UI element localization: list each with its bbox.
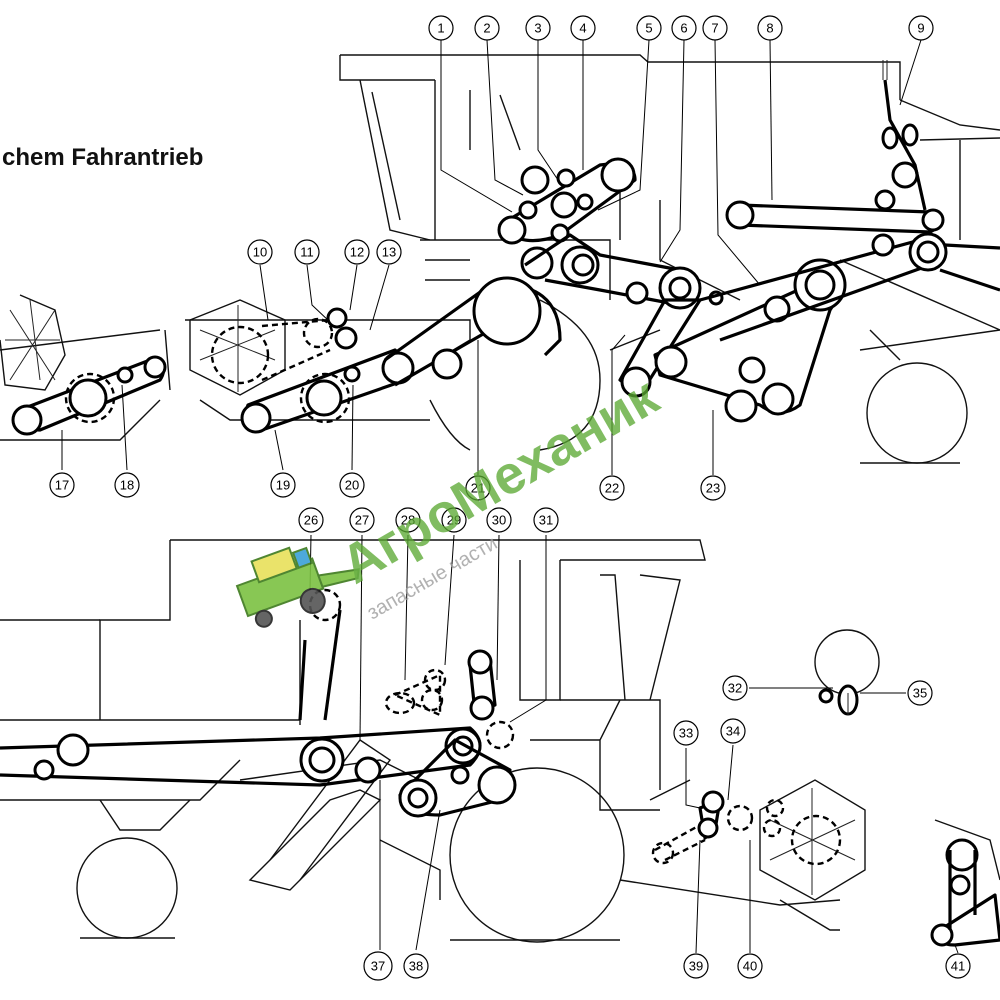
callout-31: 31	[533, 507, 559, 533]
svg-text:32: 32	[728, 681, 742, 696]
svg-text:33: 33	[679, 726, 693, 741]
svg-text:8: 8	[766, 21, 773, 36]
svg-text:28: 28	[401, 513, 415, 528]
callout-2: 2	[474, 15, 500, 41]
svg-text:13: 13	[382, 245, 396, 260]
svg-text:20: 20	[345, 478, 359, 493]
svg-text:34: 34	[726, 724, 740, 739]
header-reel-mid	[189, 299, 286, 396]
callout-17: 17	[49, 472, 75, 498]
callout-39: 39	[683, 953, 709, 979]
bottom-belt-drives	[0, 588, 1000, 947]
svg-text:35: 35	[913, 686, 927, 701]
callout-3: 3	[525, 15, 551, 41]
svg-text:4: 4	[579, 21, 586, 36]
callout-8: 8	[757, 15, 783, 41]
callout-40: 40	[737, 953, 763, 979]
svg-text:7: 7	[711, 21, 718, 36]
callout-37: 37	[363, 951, 393, 981]
svg-text:40: 40	[743, 959, 757, 974]
combine-logo-icon	[235, 546, 360, 628]
callout-29: 29	[441, 507, 467, 533]
callout-11: 11	[294, 239, 320, 265]
callout-34: 34	[720, 718, 746, 744]
svg-text:12: 12	[350, 245, 364, 260]
callout-19: 19	[270, 472, 296, 498]
callout-9: 9	[908, 15, 934, 41]
callout-27: 27	[349, 507, 375, 533]
callout-23: 23	[700, 475, 726, 501]
svg-text:9: 9	[917, 21, 924, 36]
svg-text:26: 26	[304, 513, 318, 528]
callout-22: 22	[599, 475, 625, 501]
svg-text:38: 38	[409, 959, 423, 974]
svg-text:29: 29	[447, 513, 461, 528]
svg-text:23: 23	[706, 481, 720, 496]
svg-text:27: 27	[355, 513, 369, 528]
callout-28: 28	[395, 507, 421, 533]
svg-text:30: 30	[492, 513, 506, 528]
svg-text:21: 21	[471, 481, 485, 496]
callout-12: 12	[344, 239, 370, 265]
callout-32: 32	[722, 675, 748, 701]
header-reel-right	[759, 779, 866, 931]
svg-text:1: 1	[437, 21, 444, 36]
svg-text:22: 22	[605, 481, 619, 496]
callout-30: 30	[486, 507, 512, 533]
svg-text:39: 39	[689, 959, 703, 974]
svg-text:2: 2	[483, 21, 490, 36]
svg-text:41: 41	[951, 959, 965, 974]
callout-4: 4	[570, 15, 596, 41]
callouts: 1 2 3 4 5 6 7 8 9 10 11 12 13 17 18 19 2…	[49, 15, 971, 981]
callout-41: 41	[945, 953, 971, 979]
callout-5: 5	[636, 15, 662, 41]
svg-text:19: 19	[276, 478, 290, 493]
callout-10: 10	[247, 239, 273, 265]
callout-18: 18	[114, 472, 140, 498]
header-reel-left	[0, 294, 66, 391]
callout-6: 6	[671, 15, 697, 41]
diagram-title: chem Fahrantrieb	[2, 144, 203, 171]
callout-21: 21	[465, 475, 491, 501]
callout-26: 26	[298, 507, 324, 533]
svg-text:5: 5	[645, 21, 652, 36]
svg-text:11: 11	[300, 245, 314, 260]
callout-7: 7	[702, 15, 728, 41]
svg-text:31: 31	[539, 513, 553, 528]
svg-text:3: 3	[534, 21, 541, 36]
svg-text:10: 10	[253, 245, 267, 260]
top-belt-drives	[11, 60, 1000, 436]
svg-text:37: 37	[371, 959, 385, 974]
callout-1: 1	[428, 15, 454, 41]
callout-13: 13	[376, 239, 402, 265]
svg-text:17: 17	[55, 478, 69, 493]
callout-33: 33	[673, 720, 699, 746]
leader-lines	[61, 39, 959, 954]
callout-20: 20	[339, 472, 365, 498]
svg-text:18: 18	[120, 478, 134, 493]
callout-35: 35	[907, 680, 933, 706]
callout-38: 38	[403, 953, 429, 979]
svg-text:6: 6	[680, 21, 687, 36]
bottom-machine-outline	[0, 539, 841, 943]
